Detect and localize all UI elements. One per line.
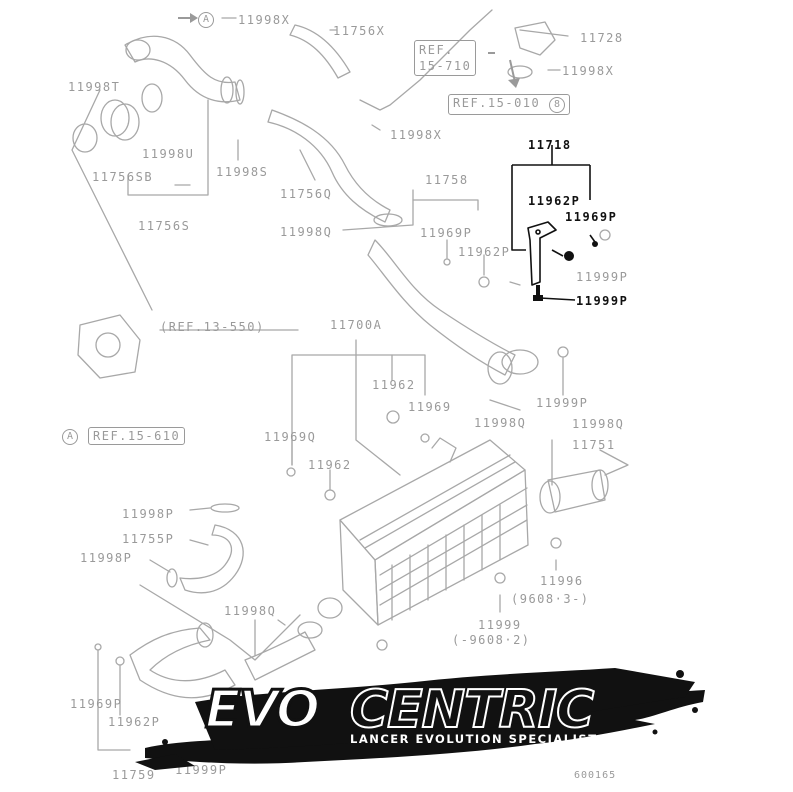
part-label: 11728 <box>580 31 624 45</box>
part-label: 11998P <box>80 551 133 565</box>
part-label: 11755P <box>122 532 175 546</box>
part-label: 11969P <box>70 697 123 711</box>
part-label: 11962P <box>458 245 511 259</box>
part-label-11999p: 11999P <box>576 294 629 308</box>
part-label-11718: 11718 <box>528 138 572 152</box>
part-label: 11758 <box>425 173 469 187</box>
part-label: 11998Q <box>280 225 333 239</box>
circle-a-top: A <box>198 11 214 28</box>
ref-15-610-box: REF.15-610 <box>88 427 186 445</box>
part-label: 11756X <box>333 24 386 38</box>
ref-15-710-line1: REF. <box>419 43 454 57</box>
part-label: 11759 <box>112 768 156 782</box>
part-label: 11962P <box>108 715 161 729</box>
throttle-body <box>77 314 141 379</box>
part-label: 11700A <box>330 318 383 332</box>
pipe-11759 <box>129 627 236 699</box>
hose-11751 <box>547 469 606 513</box>
part-label: 11969 <box>408 400 452 414</box>
part-label: 11751 <box>572 438 616 452</box>
hose-11756x <box>289 24 351 79</box>
part-label: 11756S <box>138 219 191 233</box>
part-label: 11998Q <box>224 604 277 618</box>
part-label: 11969P <box>420 226 473 240</box>
part-label: 11996 <box>540 574 584 588</box>
part-label: 11998X <box>238 13 291 27</box>
part-label: 11998T <box>68 80 121 94</box>
hose-11756q <box>267 109 391 223</box>
circle-a-left: A <box>62 428 78 445</box>
ref-15-710-line2: 15-710 <box>419 59 472 73</box>
figure-id: 600165 <box>574 770 617 781</box>
ref-15-010-text: REF.15-010 <box>453 96 541 110</box>
ref-15-010-circle: 8 <box>548 97 565 113</box>
part-label: 11756Q <box>280 187 333 201</box>
evocentric-logo: EVO CENTRIC LANCER EVOLUTION SPECIALIST <box>135 662 710 770</box>
logo-splatter-background <box>135 668 705 770</box>
part-label: 11962 <box>372 378 416 392</box>
part-label: 11962 <box>308 458 352 472</box>
part-label: 11998Q <box>474 416 527 430</box>
part-label: (-9608·2) <box>452 633 531 647</box>
part-label-11962p: 11962P <box>528 194 581 208</box>
part-label: 11999P <box>536 396 589 410</box>
hose-11755p <box>179 524 244 594</box>
part-label: 11998X <box>562 64 615 78</box>
logo-evo-text: EVO <box>203 679 321 742</box>
part-label: 11999P <box>576 270 629 284</box>
part-label: 11998X <box>390 128 443 142</box>
part-label: 11999 <box>478 618 522 632</box>
part-label: 11998P <box>122 507 175 521</box>
part-label: 11998U <box>142 147 195 161</box>
part-label-11969p: 11969P <box>565 210 618 224</box>
part-label: 11998Q <box>572 417 625 431</box>
ref-15-710-box: REF. 15-710 <box>414 40 477 76</box>
ref-15-010-box: REF.15-010 8 <box>448 94 570 115</box>
intercooler-core <box>339 439 529 626</box>
part-label: 11998S <box>216 165 269 179</box>
bracket-hardware <box>533 241 598 301</box>
pipe-11758 <box>367 239 516 376</box>
intake-hose-upper <box>124 35 241 103</box>
valve-11728 <box>514 21 556 56</box>
ref-13-550: (REF.13-550) <box>160 320 265 334</box>
logo-tagline: LANCER EVOLUTION SPECIALIST <box>350 732 598 746</box>
part-label: (9608·3-) <box>511 592 590 606</box>
part-label: 11756SB <box>92 170 154 184</box>
part-label: 11969Q <box>264 430 317 444</box>
bracket-11718 <box>511 145 596 301</box>
logo-centric-text: CENTRIC <box>349 679 595 741</box>
